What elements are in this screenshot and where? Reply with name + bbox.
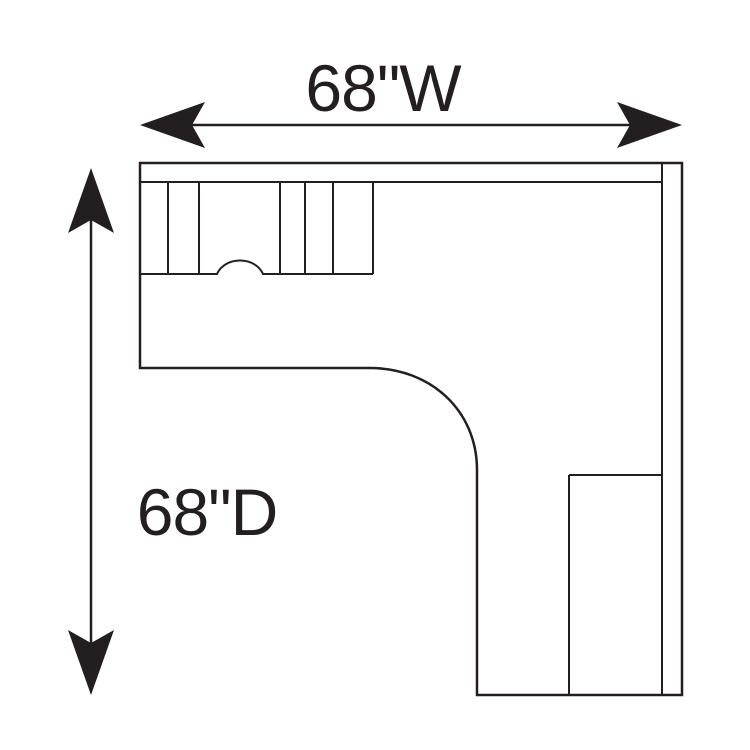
width-dimension: 68"W [140,51,682,148]
width-label: 68"W [305,51,462,125]
width-arrow-left-icon [140,102,205,148]
width-arrow-right-icon [617,102,682,148]
hutch-base-line [140,259,373,275]
depth-label-background [118,468,298,548]
depth-arrow-top-icon [68,168,114,233]
depth-label: 68"D [137,475,278,549]
depth-arrow-bottom-icon [68,630,114,695]
hutch-unit [140,182,374,275]
depth-dimension: 68"D [68,168,298,695]
pedestal-unit [568,474,662,695]
desk-outline [138,161,684,697]
desk-top-view [138,161,684,697]
